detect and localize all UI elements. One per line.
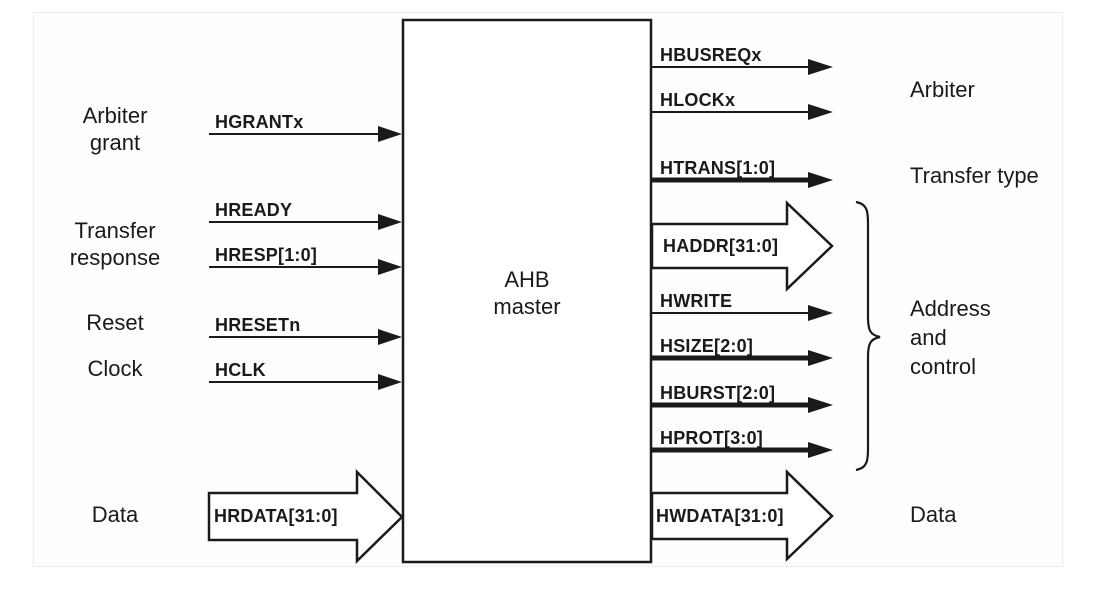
group-label-line: Arbiter bbox=[910, 77, 975, 102]
group-label-line: Arbiter bbox=[82, 103, 148, 128]
group-label-address-and-control: Address and control bbox=[910, 294, 991, 381]
group-label-line: and bbox=[910, 325, 947, 350]
signal-arrow-hlockx bbox=[652, 104, 833, 120]
signal-label-hclk: HCLK bbox=[215, 360, 266, 380]
group-label-line: Transfer bbox=[74, 218, 156, 243]
ahb-master-block bbox=[401, 18, 653, 564]
signal-label-hready: HREADY bbox=[215, 200, 293, 220]
group-label-arbiter: Arbiter bbox=[910, 76, 975, 103]
group-label-line: Data bbox=[91, 502, 139, 527]
group-label-reset: Reset bbox=[35, 309, 195, 336]
block-title: AHB master bbox=[403, 266, 651, 320]
signal-arrow-hburst bbox=[652, 397, 833, 413]
signal-label-hrdata: HRDATA[31:0] bbox=[214, 506, 338, 526]
group-label-arbiter-grant: Arbiter grant bbox=[35, 102, 195, 156]
signal-label-hprot: HPROT[3:0] bbox=[660, 428, 764, 448]
signal-label-hlockx: HLOCKx bbox=[660, 90, 736, 110]
signal-arrow-hresetn bbox=[209, 329, 402, 345]
signal-label-htrans: HTRANS[1:0] bbox=[660, 158, 776, 178]
signal-arrow-htrans bbox=[652, 172, 833, 188]
group-label-line: Address bbox=[910, 296, 991, 321]
group-label-line: Reset bbox=[86, 310, 144, 335]
signal-label-hburst: HBURST[2:0] bbox=[660, 383, 776, 403]
group-label-data-right: Data bbox=[910, 501, 956, 528]
signal-label-hresp: HRESP[1:0] bbox=[215, 245, 318, 265]
address-control-brace bbox=[855, 200, 881, 472]
signal-arrow-hwrite bbox=[652, 305, 833, 321]
group-label-transfer-response: Transfer response bbox=[35, 217, 195, 271]
bus-arrow-haddr bbox=[650, 200, 834, 292]
group-label-line: Transfer type bbox=[910, 163, 1039, 188]
signal-arrow-hsize bbox=[652, 350, 833, 366]
group-label-clock: Clock bbox=[35, 355, 195, 382]
signal-arrow-hready bbox=[209, 214, 402, 230]
block-title-line2: master bbox=[493, 294, 561, 319]
signal-arrow-hbusreqx bbox=[652, 59, 833, 75]
signal-label-hgrantx: HGRANTx bbox=[215, 112, 304, 132]
signal-label-hwrite: HWRITE bbox=[660, 291, 733, 311]
signal-arrow-hprot bbox=[652, 442, 833, 458]
signal-label-hwdata: HWDATA[31:0] bbox=[656, 506, 784, 526]
group-label-data-left: Data bbox=[35, 501, 195, 528]
bus-arrow-hwdata bbox=[650, 469, 834, 562]
group-label-line: Data bbox=[910, 502, 957, 527]
group-label-line: control bbox=[910, 354, 977, 379]
block-title-line1: AHB bbox=[504, 267, 550, 292]
group-label-transfer-type: Transfer type bbox=[910, 162, 1039, 189]
signal-label-haddr: HADDR[31:0] bbox=[663, 236, 779, 256]
group-label-line: response bbox=[69, 245, 161, 270]
signal-label-hresetn: HRESETn bbox=[215, 315, 301, 335]
signal-arrow-hgrantx bbox=[209, 126, 402, 142]
group-label-line: Clock bbox=[87, 356, 143, 381]
signal-arrow-hclk bbox=[209, 374, 402, 390]
signal-label-hbusreqx: HBUSREQx bbox=[660, 45, 762, 65]
group-label-line: grant bbox=[89, 130, 141, 155]
bus-arrow-hrdata bbox=[207, 468, 404, 564]
signal-arrow-hresp bbox=[209, 259, 402, 275]
signal-label-hsize: HSIZE[2:0] bbox=[660, 336, 754, 356]
